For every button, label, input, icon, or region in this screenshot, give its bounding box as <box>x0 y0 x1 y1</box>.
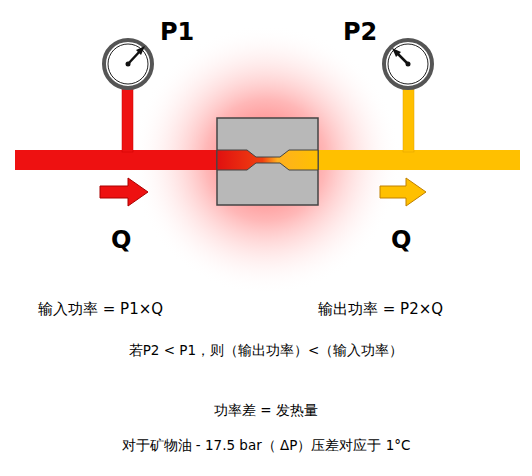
note-text: 对于矿物油 - 17.5 bar（ ΔP）压差对应于 1°C <box>0 437 532 455</box>
flow-arrow <box>100 178 148 206</box>
gauge-label: P2 <box>343 18 377 46</box>
gauge-stem <box>122 84 133 152</box>
orifice-channel <box>217 150 318 170</box>
formula-text: 输出功率 = P2×Q <box>318 300 443 319</box>
gauge-stem <box>403 84 414 152</box>
restriction-block <box>217 118 318 205</box>
flow-label: Q <box>391 226 411 254</box>
gauge-label: P1 <box>160 18 194 46</box>
pressure-gauge <box>104 40 152 88</box>
note-text: 若P2 < P1，则（输出功率）<（输入功率） <box>0 342 532 360</box>
pressure-gauge <box>384 40 432 88</box>
outlet-pipe <box>318 150 520 170</box>
inlet-pipe <box>15 150 217 170</box>
note-text: 功率差 = 发热量 <box>0 402 532 420</box>
formula-text: 输入功率 = P1×Q <box>38 300 163 319</box>
flow-label: Q <box>111 226 131 254</box>
flow-arrow <box>380 178 426 206</box>
